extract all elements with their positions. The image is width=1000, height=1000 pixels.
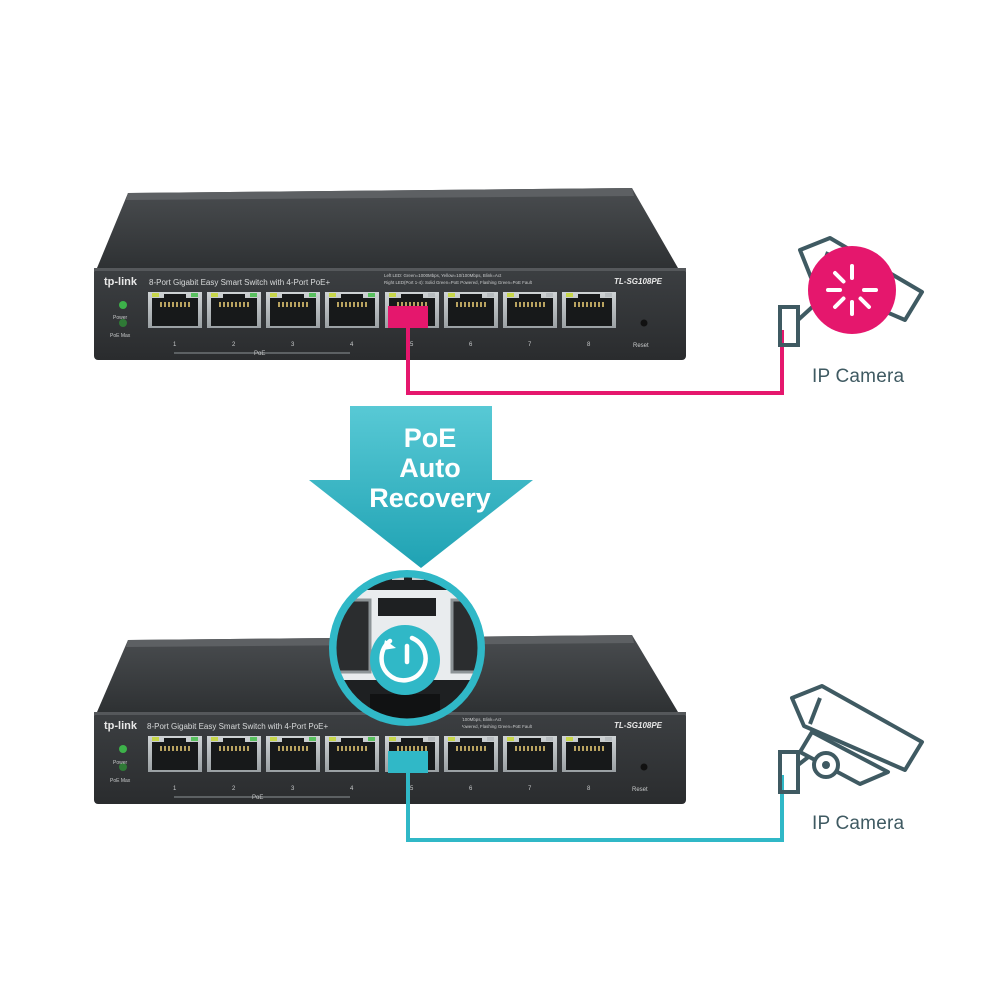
ethernet-port-7 bbox=[503, 736, 557, 772]
poe-max-led-label: PoE Max bbox=[110, 333, 131, 339]
recovery-arrow bbox=[309, 406, 533, 568]
ethernet-port-1 bbox=[148, 736, 202, 772]
arrow-text-line3: Recovery bbox=[369, 483, 491, 513]
ethernet-port-3 bbox=[266, 736, 320, 772]
zoom-magnifier bbox=[329, 570, 485, 726]
reset-label: Reset bbox=[633, 343, 649, 349]
camera-label-top: IP Camera bbox=[812, 366, 905, 387]
poe-max-led bbox=[119, 319, 127, 327]
ethernet-port-2 bbox=[207, 292, 261, 328]
power-led-label: Power bbox=[113, 760, 128, 766]
port-number-8: 8 bbox=[587, 342, 591, 348]
port-number-5: 5 bbox=[410, 786, 414, 792]
fault-plug bbox=[388, 306, 428, 328]
working-camera-icon bbox=[778, 684, 924, 794]
brand-logo: tp-link bbox=[104, 276, 137, 288]
port-number-4: 4 bbox=[350, 342, 354, 348]
ethernet-port-7 bbox=[503, 292, 557, 328]
ethernet-port-1 bbox=[148, 292, 202, 328]
recovered-plug bbox=[388, 751, 428, 773]
led-legend-line1: Left LED: Green=1000Mbps, Yellow=10/100M… bbox=[462, 717, 501, 722]
ethernet-port-8 bbox=[562, 736, 616, 772]
switch-description: 8-Port Gigabit Easy Smart Switch with 4-… bbox=[149, 278, 331, 287]
ethernet-port-4 bbox=[325, 292, 379, 328]
ethernet-port-6 bbox=[444, 736, 498, 772]
arrow-text-line1: PoE bbox=[403, 423, 457, 453]
power-recovery-icon bbox=[370, 625, 440, 695]
brand-logo: tp-link bbox=[104, 720, 137, 732]
port-number-3: 3 bbox=[291, 342, 295, 348]
port-number-1: 1 bbox=[173, 342, 177, 348]
port-number-7: 7 bbox=[528, 342, 532, 348]
port-number-4: 4 bbox=[350, 786, 354, 792]
port-number-1: 1 bbox=[173, 786, 177, 792]
power-led bbox=[119, 745, 127, 753]
arrow-text-line2: Auto bbox=[399, 453, 461, 483]
fault-cable bbox=[406, 325, 784, 395]
led-legend-line2: Right LED(Port 1-4): Solid Green=PoE Pow… bbox=[384, 280, 532, 285]
port-number-6: 6 bbox=[469, 342, 473, 348]
camera-label-bottom: IP Camera bbox=[812, 813, 905, 834]
model-number: TL-SG108PE bbox=[614, 721, 663, 730]
ethernet-port-8 bbox=[562, 292, 616, 328]
port-number-6: 6 bbox=[469, 786, 473, 792]
poe-max-led bbox=[119, 763, 127, 771]
recovered-cable bbox=[406, 768, 784, 842]
power-led-label: Power bbox=[113, 315, 128, 321]
poe-group-label: PoE bbox=[254, 351, 266, 357]
led-legend-line2: Right LED(Port 1-4): Solid Green=PoE Pow… bbox=[462, 724, 532, 729]
reset-hole[interactable] bbox=[640, 763, 648, 771]
model-number: TL-SG108PE bbox=[614, 277, 663, 286]
ethernet-port-2 bbox=[207, 736, 261, 772]
poe-group-label: PoE bbox=[252, 795, 264, 801]
port-number-8: 8 bbox=[587, 786, 591, 792]
port-number-2: 2 bbox=[232, 786, 236, 792]
port-number-2: 2 bbox=[232, 342, 236, 348]
port-number-3: 3 bbox=[291, 786, 295, 792]
fault-camera-icon bbox=[778, 236, 924, 347]
reset-label: Reset bbox=[632, 787, 648, 793]
port-number-7: 7 bbox=[528, 786, 532, 792]
ethernet-port-6 bbox=[444, 292, 498, 328]
port-number-5: 5 bbox=[410, 342, 414, 348]
switch-description: 8-Port Gigabit Easy Smart Switch with 4-… bbox=[147, 722, 329, 731]
led-legend-line1: Left LED: Green=1000Mbps, Yellow=10/100M… bbox=[384, 273, 502, 278]
reset-hole[interactable] bbox=[640, 319, 648, 327]
ethernet-port-3 bbox=[266, 292, 320, 328]
power-led bbox=[119, 301, 127, 309]
poe-max-led-label: PoE Max bbox=[110, 778, 131, 784]
ethernet-port-4 bbox=[325, 736, 379, 772]
